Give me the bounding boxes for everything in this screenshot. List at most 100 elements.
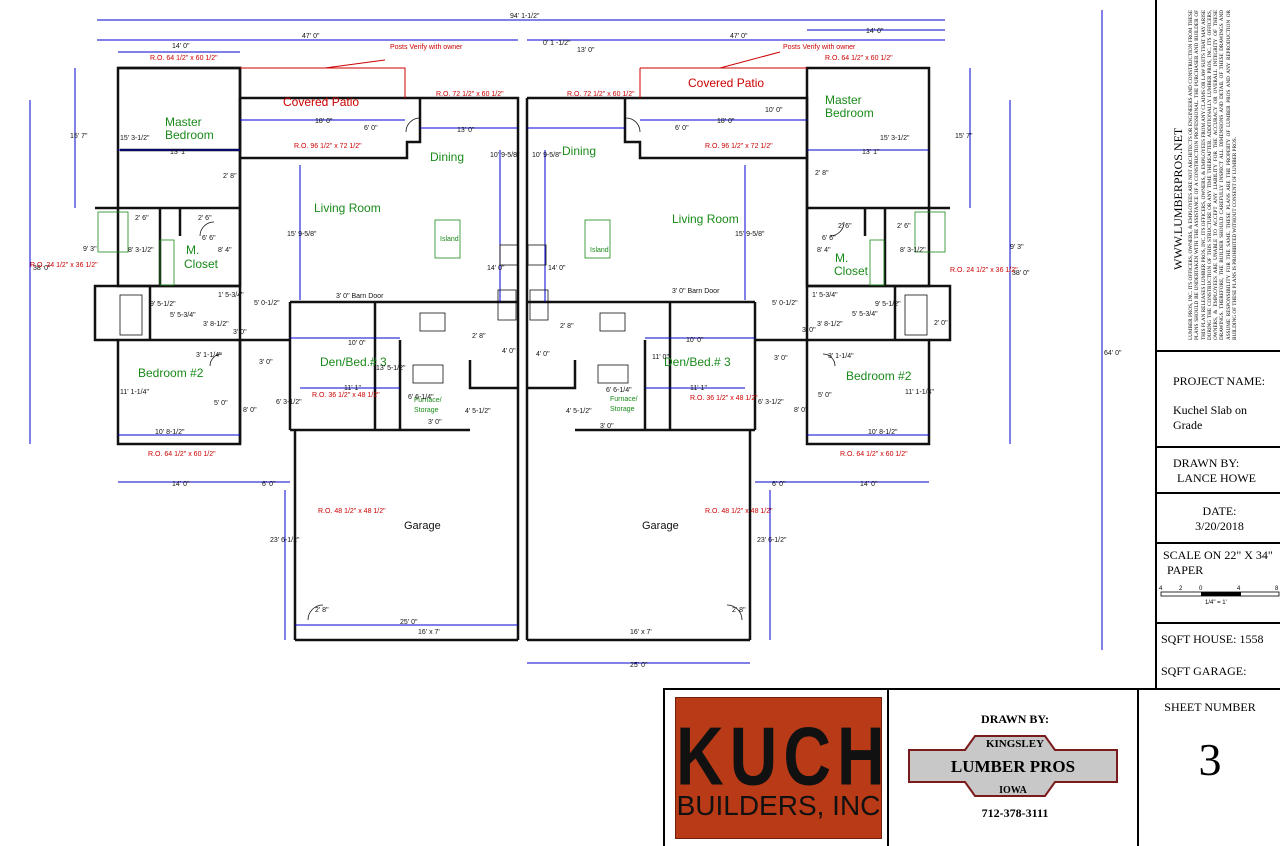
dim-label: 6' 6-1/4"	[606, 387, 632, 394]
dim-label: 5' 0-1/2"	[772, 300, 798, 307]
dim-label: 8' 3-1/2"	[128, 247, 154, 254]
appliances	[119, 244, 928, 384]
dim-label: 1' 5-3/4"	[218, 292, 244, 299]
furnace-label: Storage	[610, 406, 635, 413]
dim-label: 16' x 7'	[630, 629, 652, 636]
divider	[887, 688, 889, 846]
master-bedroom-label: Master	[825, 93, 862, 107]
dim-label: 10' 0"	[686, 337, 704, 344]
dim-label: 9' 3"	[83, 246, 97, 253]
dim-label: 9' 5-1/2"	[150, 301, 176, 308]
furnace-label: Furnace/	[414, 397, 442, 404]
sheet-number: 3	[1198, 734, 1222, 785]
ro-label: R.O. 96 1/2" x 72 1/2"	[705, 143, 773, 150]
furnace-label: Furnace/	[610, 396, 638, 403]
iowa-text: IOWA	[999, 785, 1028, 796]
dim-label: 2' 8"	[223, 173, 237, 180]
dim-label: 2' 8"	[472, 333, 486, 340]
interior-dims: 18' 0" 18' 0" 13' 0" 13' 0" 6' 0" 6' 0" …	[70, 47, 1024, 669]
scale-tick: 8	[1275, 586, 1279, 592]
bottom-strip	[663, 688, 1280, 846]
walls	[93, 66, 952, 642]
dim-label: 6' 6-1/4"	[408, 394, 434, 401]
scale-tick: 4	[1159, 586, 1163, 592]
ro-label: R.O. 24 1/2" x 36 1/2"	[950, 267, 1018, 274]
m-closet-label: M.	[186, 243, 199, 257]
dim-label: 15' 3-1/2"	[120, 135, 150, 142]
dim-label: 5' 0"	[818, 392, 832, 399]
dim-label: 5' 5-3/4"	[170, 312, 196, 319]
dim-label: 13' 0"	[577, 47, 595, 54]
sheet-number-label: SHEET NUMBER	[1164, 700, 1256, 714]
island-label: Island	[590, 247, 609, 254]
kuch-logo-word: KUCH	[676, 709, 891, 802]
date-cell: DATE: 3/20/2018	[1157, 494, 1280, 544]
posts-note: Posts Verify with owner	[783, 44, 856, 51]
dim-label: 8' 4"	[817, 247, 831, 254]
right-38-label: 38' 0"	[1012, 270, 1030, 277]
living-room-label: Living Room	[672, 212, 739, 226]
master-bedroom-label: Bedroom	[825, 106, 874, 120]
dim-label: 3' 0"	[802, 327, 816, 334]
dim-label: 10' 8-1/2"	[868, 429, 898, 436]
dim-label: 15' 9-5/8"	[287, 231, 317, 238]
drawn-by-value: LANCE HOWE	[1177, 471, 1256, 485]
dim-label: 10' 0"	[348, 340, 366, 347]
dim-label: 15' 7"	[70, 133, 88, 140]
dim-label: 15' 9-5/8"	[735, 231, 765, 238]
dim-label: 13' 0"	[457, 127, 475, 134]
kuch-builders-logo: KUCH BUILDERS, INC	[675, 697, 891, 839]
dim-label: 13' 1"	[862, 149, 880, 156]
dimension-lines	[29, 10, 1103, 664]
scale-tick: 2	[1179, 586, 1183, 592]
site-url-text: WWW.LUMBERPROS.NET	[1171, 127, 1185, 270]
dim-label: 1' 5-3/4"	[812, 292, 838, 299]
dim-label: 13' 1"	[170, 149, 188, 156]
master-bedroom-label: Bedroom	[165, 128, 214, 142]
dim-label: 11' 1"	[344, 385, 361, 392]
garage-label: Garage	[404, 520, 441, 532]
dim-label: 5' 5-3/4"	[852, 311, 878, 318]
left-14-label: 14' 0"	[172, 43, 190, 50]
scale-note: 1/4" = 1'	[1205, 600, 1227, 606]
sqft-cell: SQFT HOUSE: 1558 SQFT GARAGE:	[1157, 624, 1280, 690]
island-left	[434, 219, 461, 259]
ro-label: R.O. 96 1/2" x 72 1/2"	[294, 143, 362, 150]
garage-label: Garage	[642, 520, 679, 532]
dim-label: 14' 0"	[172, 481, 190, 488]
ro-label: R.O. 64 1/2" x 60 1/2"	[148, 451, 216, 458]
dim-label: 25' 0"	[400, 619, 418, 626]
dim-label: 6' 0"	[262, 481, 276, 488]
dining-label: Dining	[430, 150, 464, 164]
divider	[1137, 688, 1139, 846]
dim-label: 8' 4"	[218, 247, 232, 254]
dim-label: 10' 0"	[765, 107, 783, 114]
title-block: PROJECT NAME: Kuchel Slab on Grade DRAWN…	[1155, 0, 1280, 690]
dim-label: 3' 1-1/4"	[196, 352, 222, 359]
dim-label: 3' 1-1/4"	[828, 353, 854, 360]
dim-label: 8' 0"	[794, 407, 808, 414]
posts-note: Posts Verify with owner	[390, 44, 463, 51]
project-name-label: PROJECT NAME:	[1173, 374, 1266, 388]
dim-label: 10' 9-5/8"	[532, 152, 562, 159]
scale-label: SCALE ON 22" X 34"	[1163, 548, 1273, 562]
dining-label: Dining	[562, 144, 596, 158]
date-value: 3/20/2018	[1195, 519, 1244, 533]
island-right	[584, 219, 611, 259]
fixtures	[97, 211, 946, 286]
disclaimer-body: LUMBER PROS, INC. ITS OFFICERS, OWNERS, …	[1188, 10, 1239, 340]
project-name-value: Grade	[1173, 418, 1203, 432]
ro-label: R.O. 24 1/2" x 36 1/2"	[30, 262, 98, 269]
dim-label: 16' x 7'	[418, 629, 440, 636]
dim-label: 11' 1-1/4"	[120, 389, 150, 396]
dim-label: 10' 9-5/8"	[490, 152, 520, 159]
dim-label: 14' 0"	[860, 481, 878, 488]
right-unit-width-label: 47' 0"	[730, 33, 748, 40]
m-closet-label: M.	[835, 251, 848, 265]
overall-dims: 94' 1-1/2" 47' 0" 47' 0" 0' 1 -1/2" 14' …	[33, 13, 1122, 357]
dim-label: 14' 0"	[487, 265, 505, 272]
drawn-by-heading: DRAWN BY:	[981, 712, 1049, 726]
dim-label: 15' 7"	[955, 133, 973, 140]
m-closet-label: Closet	[184, 257, 219, 271]
scale-label: PAPER	[1167, 563, 1204, 577]
